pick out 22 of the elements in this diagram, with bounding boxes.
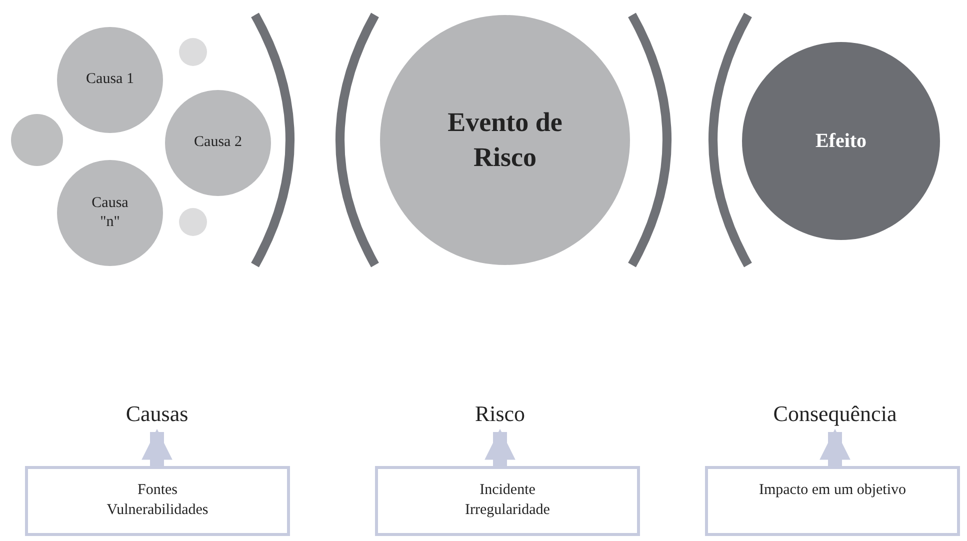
circle-label: Causa 1 [86,70,134,90]
callout-box [375,466,640,536]
heading-label: Risco [450,398,550,430]
box-text: Fontes [137,481,178,500]
callout-box [705,466,960,536]
box-text: Vulnerabilidades [106,500,208,520]
circle-shape [11,114,63,166]
up-arrow [820,428,850,466]
heading-label: Causas [107,398,207,430]
circle-label: Evento de Risco [446,106,564,174]
heading-label: Consequência [770,398,900,430]
circle-shape [179,208,207,236]
circle-shape [179,38,207,66]
box-text: Incidente [480,481,536,500]
up-arrow [484,428,516,466]
circle-label: Causa "n" [90,194,130,232]
circle-label: Causa 2 [194,133,242,152]
callout-box [25,466,290,536]
circle-label: Efeito [815,129,867,154]
box-text: Impacto em um objetivo [758,481,906,500]
box-text: Irregularidade [465,500,550,520]
up-arrow [142,428,172,466]
